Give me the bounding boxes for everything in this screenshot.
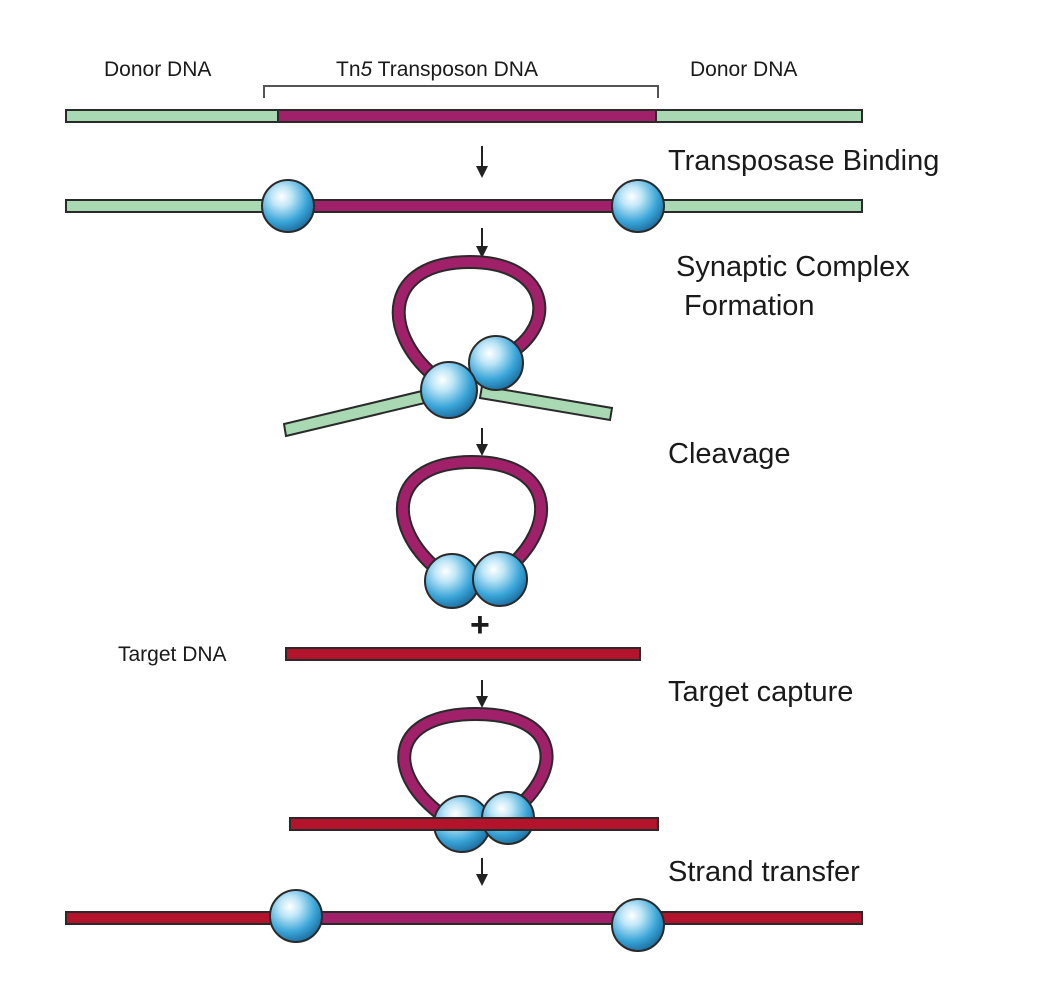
target-dna-label: Target DNA <box>118 643 227 666</box>
donor-dna-right <box>655 109 863 123</box>
arrow-down-icon <box>476 428 488 456</box>
step-synaptic-complex-line2: Formation <box>684 290 815 322</box>
transposon-dna <box>285 199 639 213</box>
transposase-protein <box>420 361 478 419</box>
step-strand-transfer: Strand transfer <box>668 856 860 888</box>
row-synaptic-complex <box>282 254 614 438</box>
row-strand-transfer <box>65 889 863 952</box>
step-target-capture: Target capture <box>668 676 854 708</box>
transposase-protein <box>611 898 665 952</box>
transposase-protein <box>424 553 480 609</box>
transposon-prefix: Tn <box>336 58 361 81</box>
row-cleavage <box>396 454 548 609</box>
donor-dna-left <box>65 109 281 123</box>
donor-dna-label-left: Donor DNA <box>104 58 212 81</box>
arrow-down-icon <box>476 680 488 708</box>
target-dna <box>289 817 659 831</box>
transposase-protein <box>472 551 528 607</box>
transposon-dna <box>293 911 641 925</box>
transposon-suffix: Transposon DNA <box>372 58 538 81</box>
step-arrows <box>476 146 488 886</box>
transposase-protein <box>261 179 315 233</box>
transposon-dna <box>277 109 659 123</box>
donor-dna-left <box>65 199 289 213</box>
target-dna <box>285 647 641 661</box>
arrow-down-icon <box>476 228 488 258</box>
transposon-number: 5 <box>360 58 373 81</box>
donor-dna-right <box>478 384 614 422</box>
row-transposase-binding <box>65 179 863 233</box>
arrow-down-icon <box>476 146 488 178</box>
transposon-bracket <box>263 85 659 98</box>
donor-dna-label-right: Donor DNA <box>690 58 798 81</box>
arrow-down-icon <box>476 858 488 886</box>
transposase-protein <box>611 179 665 233</box>
target-dna-left <box>65 911 297 925</box>
plus-sign: + <box>470 606 490 644</box>
row-target-capture <box>289 706 659 853</box>
step-transposase-binding: Transposase Binding <box>668 145 940 177</box>
transposase-protein <box>269 889 323 943</box>
donor-dna-right <box>635 199 863 213</box>
step-cleavage: Cleavage <box>668 438 791 470</box>
target-dna-right <box>637 911 863 925</box>
transposon-dna-label: Tn5 Transposon DNA <box>336 58 538 82</box>
step-synaptic-complex-line1: Synaptic Complex <box>676 251 910 283</box>
row-initial-dna <box>65 85 863 123</box>
transposase-protein <box>468 335 524 391</box>
